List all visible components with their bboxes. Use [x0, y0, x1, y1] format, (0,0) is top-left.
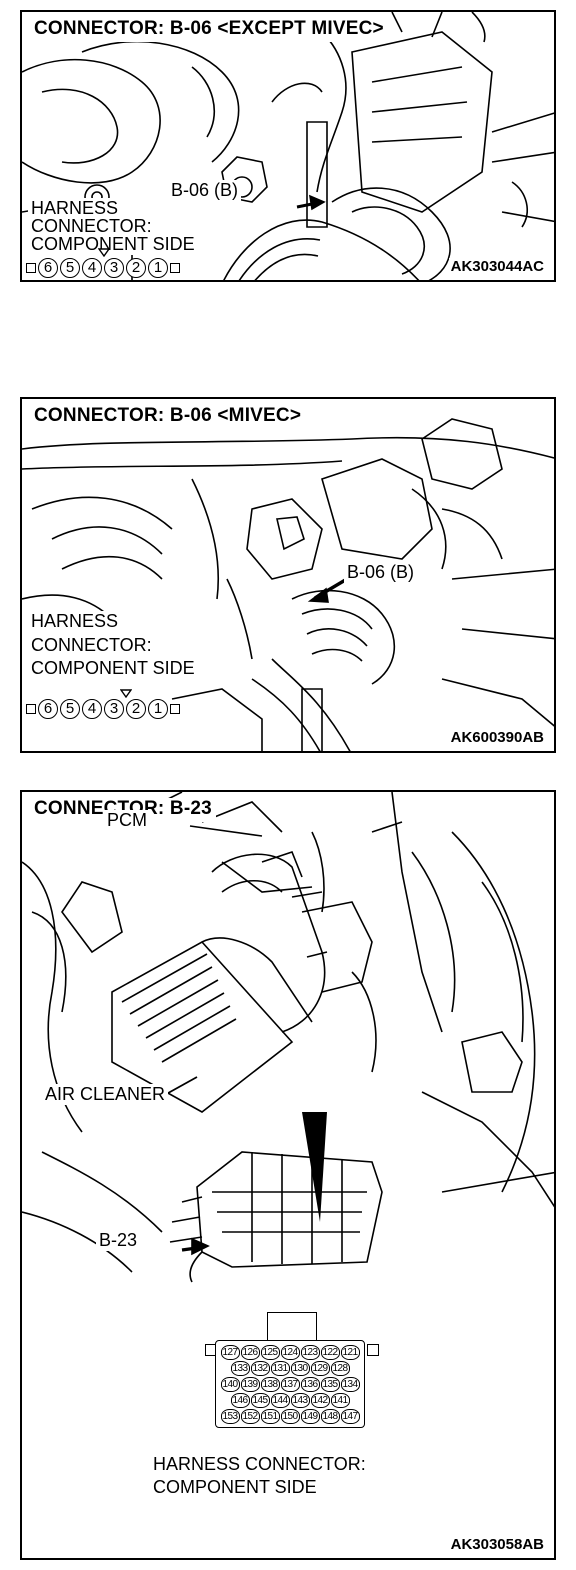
connector-pin: 126: [240, 1345, 260, 1360]
connector-pin: 125: [260, 1345, 280, 1360]
harness-label-line-1: HARNESS: [28, 198, 122, 219]
connector-pin: 3: [104, 699, 124, 719]
connector-pin: 2: [126, 258, 146, 278]
connector-pin: 6: [38, 258, 58, 278]
engine-illustration-2: [22, 418, 554, 751]
connector-pin: 1: [148, 699, 168, 719]
pcm-label: PCM: [104, 810, 150, 831]
connector-pin: 2: [126, 699, 146, 719]
connector-pin: 128: [330, 1361, 350, 1376]
harness-label-line-1: HARNESS: [28, 611, 122, 632]
pointer-label: B-06 (B): [344, 562, 418, 583]
connector-pin: 151: [260, 1409, 280, 1424]
figure-code: AK303044AC: [448, 258, 546, 275]
connector-pin: 132: [250, 1361, 270, 1376]
connector-pin: 143: [290, 1393, 310, 1408]
connector-pin: 133: [230, 1361, 250, 1376]
connector-pin: 139: [240, 1377, 260, 1392]
connector-pin: 146: [230, 1393, 250, 1408]
figure-code: AK303058AB: [448, 1536, 546, 1553]
connector-pin: 153: [220, 1409, 240, 1424]
connector-pin: 124: [280, 1345, 300, 1360]
connector-pin: 131: [270, 1361, 290, 1376]
connector-pin: 144: [270, 1393, 290, 1408]
connector-pin: 1: [148, 258, 168, 278]
connector-pin: 135: [320, 1377, 340, 1392]
connector-lock-tab: [267, 1312, 317, 1342]
connector-pin: 129: [310, 1361, 330, 1376]
panel-b23: CONNECTOR: B-23 PCM AIR CLEANER B-23 HAR…: [20, 790, 556, 1560]
connector-pin: 136: [300, 1377, 320, 1392]
connector-ear: [367, 1344, 379, 1356]
connector-pin: 152: [240, 1409, 260, 1424]
panel-title: CONNECTOR: B-06 <EXCEPT MIVEC>: [32, 18, 388, 42]
connector-pin: 121: [340, 1345, 360, 1360]
harness-label-line-3: COMPONENT SIDE: [28, 234, 198, 255]
panel-b06-except-mivec: CONNECTOR: B-06 <EXCEPT MIVEC> B-06 (B) …: [20, 10, 556, 282]
panel-title: CONNECTOR: B-06 <MIVEC>: [32, 405, 306, 429]
pin-marker-icon: [120, 689, 132, 698]
pointer-label: B-06 (B): [168, 180, 242, 201]
engine-illustration-3: [22, 792, 554, 1283]
connector-pin: 130: [290, 1361, 310, 1376]
panel-b06-mivec: CONNECTOR: B-06 <MIVEC> B-06 (B) HARNESS…: [20, 397, 556, 753]
air-cleaner-label: AIR CLEANER: [42, 1084, 169, 1105]
connector-pin: 123: [300, 1345, 320, 1360]
connector-pin: 142: [310, 1393, 330, 1408]
connector-latch: [26, 704, 36, 714]
panel1-spacer: [22, 258, 554, 280]
connector-pin: 150: [280, 1409, 300, 1424]
connector-pin: 134: [340, 1377, 360, 1392]
connector-pin: 138: [260, 1377, 280, 1392]
connector-pin: 127: [220, 1345, 240, 1360]
harness-label-line-2: COMPONENT SIDE: [150, 1477, 320, 1498]
connector-pin: 137: [280, 1377, 300, 1392]
harness-label-line-2: CONNECTOR:: [28, 216, 155, 237]
connector-latch: [26, 263, 36, 273]
connector-latch: [170, 704, 180, 714]
connector-pin: 6: [38, 699, 58, 719]
connector-pin: 5: [60, 258, 80, 278]
pointer-label: B-23: [96, 1230, 141, 1251]
figure-code: AK600390AB: [448, 729, 546, 746]
connector-pin: 5: [60, 699, 80, 719]
connector-pin: 4: [82, 699, 102, 719]
connector-pin: 147: [340, 1409, 360, 1424]
harness-label-line-1: HARNESS CONNECTOR:: [150, 1454, 369, 1475]
connector-pin: 4: [82, 258, 102, 278]
harness-label-line-3: COMPONENT SIDE: [28, 658, 198, 679]
connector-latch: [170, 263, 180, 273]
connector-pin: 3: [104, 258, 124, 278]
connector-pin: 145: [250, 1393, 270, 1408]
harness-label-line-2: CONNECTOR:: [28, 635, 155, 656]
pin-marker-icon: [98, 248, 110, 257]
connector-pin: 141: [330, 1393, 350, 1408]
connector-pin: 122: [320, 1345, 340, 1360]
connector-pin: 140: [220, 1377, 240, 1392]
connector-pin: 149: [300, 1409, 320, 1424]
connector-pin: 148: [320, 1409, 340, 1424]
